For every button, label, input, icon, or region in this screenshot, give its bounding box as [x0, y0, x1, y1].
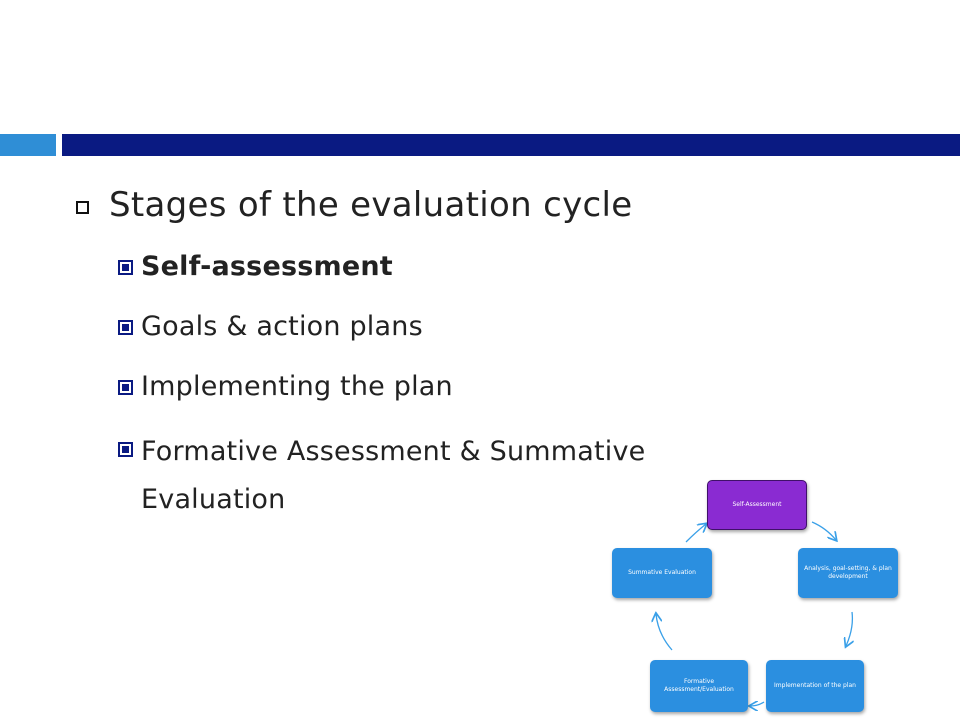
sub-bullet-text: Goals & action plans — [141, 311, 423, 342]
cycle-arrow — [656, 614, 673, 651]
cycle-node-summative: Summative Evaluation — [612, 548, 712, 598]
cycle-arrow — [846, 611, 852, 646]
sub-bullet-text: Implementing the plan — [141, 371, 453, 402]
filled-square-bullet-icon — [118, 320, 133, 335]
sub-bullet-goals: Goals & action plans — [118, 310, 423, 344]
cycle-arrow — [750, 702, 765, 706]
hollow-square-bullet-icon — [76, 201, 89, 214]
evaluation-cycle-diagram: Self-Assessment Analysis, goal-setting, … — [600, 478, 900, 714]
sub-bullet-assessment-evaluation: Formative Assessment & Summative Evaluat… — [118, 428, 761, 524]
header-band-accent — [0, 134, 56, 156]
sub-bullet-self-assessment: Self-assessment — [118, 250, 393, 284]
sub-bullet-implementing: Implementing the plan — [118, 370, 453, 404]
sub-bullet-text: Formative Assessment & Summative Evaluat… — [141, 436, 646, 515]
cycle-node-analysis: Analysis, goal-setting, & plan developme… — [798, 548, 898, 598]
cycle-arrow — [685, 524, 706, 543]
cycle-node-self-assessment: Self-Assessment — [707, 480, 807, 530]
sub-bullet-text: Self-assessment — [141, 251, 393, 282]
filled-square-bullet-icon — [118, 380, 133, 395]
cycle-node-formative: Formative Assessment/Evaluation — [650, 660, 748, 712]
heading-text: Stages of the evaluation cycle — [109, 185, 633, 225]
heading-bullet: Stages of the evaluation cycle — [76, 185, 632, 225]
filled-square-bullet-icon — [118, 260, 133, 275]
header-band-main — [62, 134, 960, 156]
cycle-node-implementation: Implementation of the plan — [766, 660, 864, 712]
filled-square-bullet-icon — [118, 442, 133, 457]
cycle-arrow — [811, 521, 836, 540]
cycle-arrows — [600, 521, 900, 714]
